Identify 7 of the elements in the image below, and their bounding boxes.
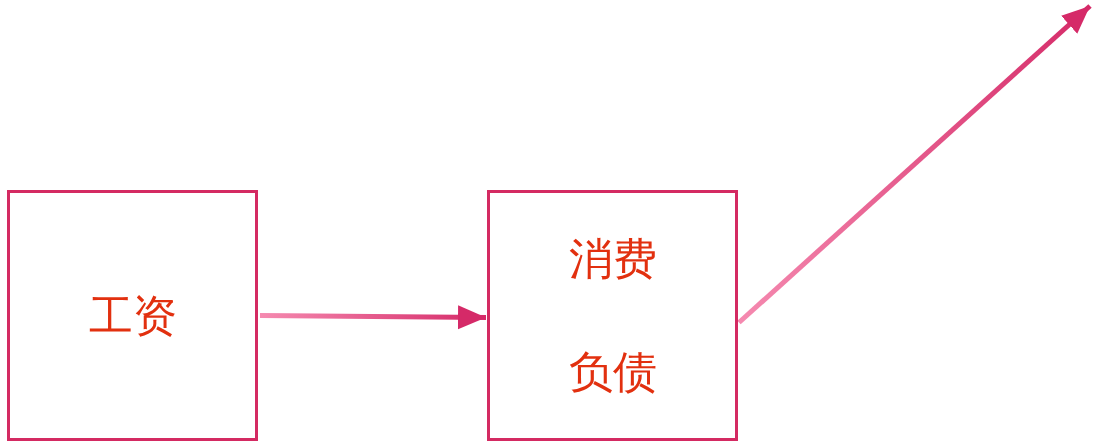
box-label: 负债	[567, 349, 658, 394]
text-box	[7, 190, 258, 441]
text-box	[487, 190, 738, 441]
box-label: 工资	[87, 293, 178, 338]
box-label: 消费	[567, 237, 658, 282]
arrow	[737, 4, 1092, 325]
arrow	[259, 305, 487, 330]
